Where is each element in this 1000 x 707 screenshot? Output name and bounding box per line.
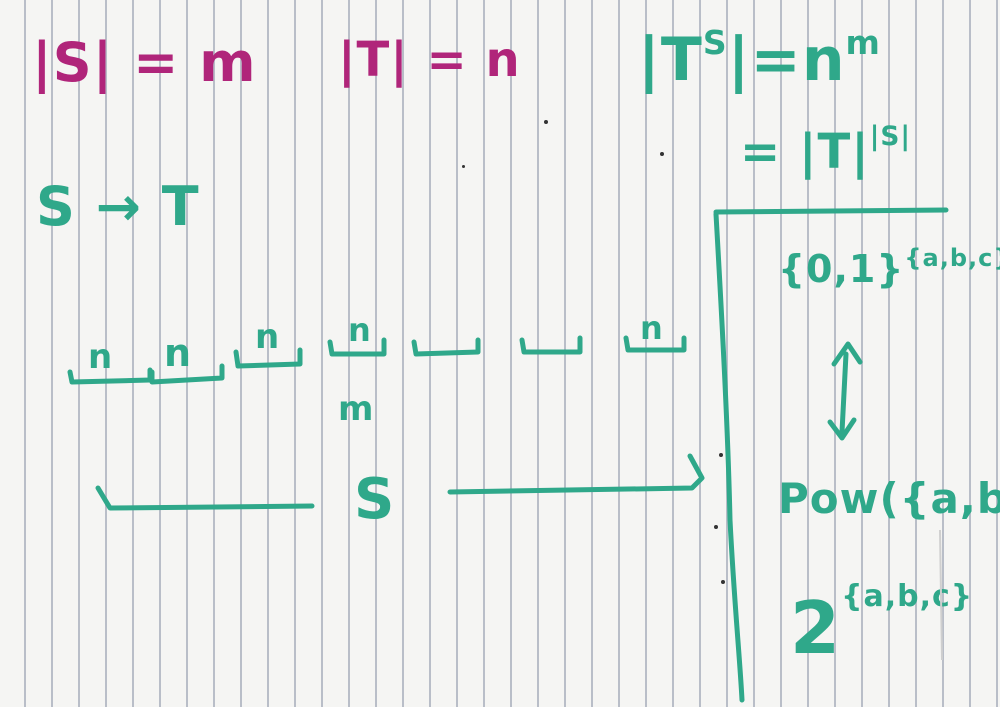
ink-dot bbox=[721, 580, 725, 584]
slot-bracket bbox=[149, 363, 225, 385]
slot-count-label: m bbox=[338, 389, 375, 429]
slot-bracket bbox=[327, 337, 387, 357]
double-arrow-head-down bbox=[827, 417, 857, 441]
double-arrow-head-up bbox=[831, 341, 863, 367]
brace-right-arrow bbox=[447, 453, 705, 495]
ink-dot bbox=[719, 453, 723, 457]
card-t-equation: |T| = n bbox=[338, 32, 521, 88]
card-ts-alt-equation: = |T||S| bbox=[740, 121, 912, 180]
slot-bracket bbox=[233, 347, 303, 369]
box-top-line bbox=[713, 207, 949, 215]
brace-left bbox=[95, 485, 315, 511]
powerset-label: Pow({a,b c}) bbox=[778, 474, 1000, 523]
box-left-line bbox=[713, 211, 745, 703]
ink-dot bbox=[660, 152, 664, 156]
slot-label: n bbox=[255, 317, 281, 357]
double-arrow-stem bbox=[839, 351, 849, 435]
card-s-equation: |S| = m bbox=[32, 31, 257, 94]
map-label: S → T bbox=[36, 175, 200, 238]
slot-label: n bbox=[348, 311, 372, 349]
set01-power: {0,1}{a,b,c} bbox=[778, 244, 1000, 291]
slot-label: n bbox=[88, 337, 114, 377]
ink-dot bbox=[462, 165, 465, 168]
slot-label: n bbox=[640, 309, 664, 347]
card-ts-equation: |TS|=nm bbox=[638, 23, 881, 95]
slot-bracket bbox=[623, 335, 687, 353]
faint-edge-line bbox=[939, 529, 943, 661]
slot-bracket bbox=[519, 335, 583, 355]
ink-dot bbox=[544, 120, 548, 124]
two-power: 2{a,b,c} bbox=[790, 579, 974, 670]
slot-bracket bbox=[67, 367, 153, 385]
brace-label: S bbox=[354, 467, 396, 532]
ink-dot bbox=[714, 525, 718, 529]
slot-bracket bbox=[411, 337, 481, 357]
slot-label: n bbox=[164, 331, 193, 375]
